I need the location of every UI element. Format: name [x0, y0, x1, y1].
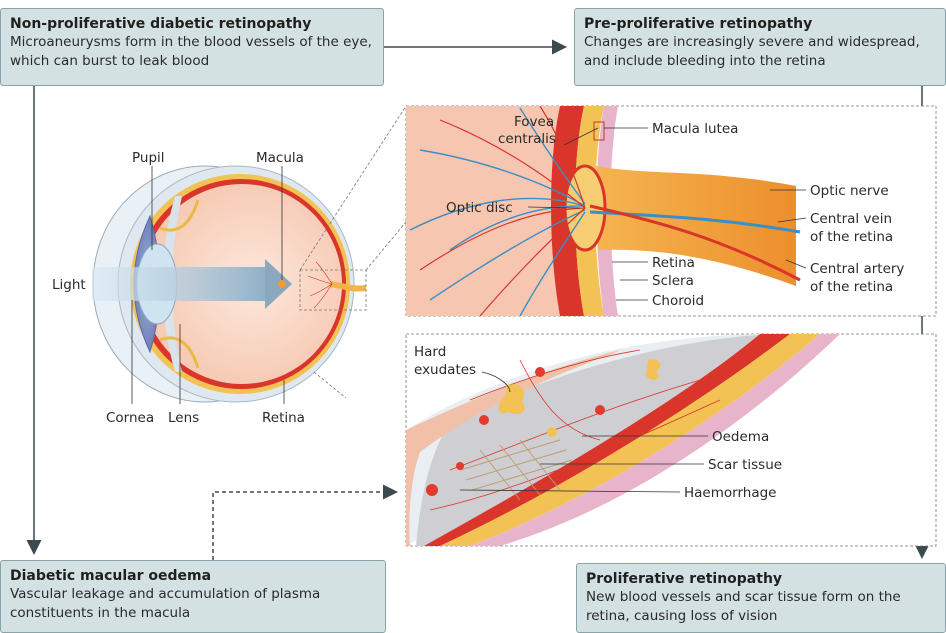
label-exudates: exudates: [414, 362, 476, 378]
label-optic-nerve: Optic nerve: [810, 183, 889, 199]
label-central-artery-1: Central artery: [810, 261, 904, 277]
box-pre-proliferative: Pre-proliferative retinopathy Changes ar…: [574, 8, 946, 86]
label-oedema: Oedema: [712, 429, 769, 445]
label-centralis: centralis: [498, 131, 556, 147]
label-retina: Retina: [262, 410, 305, 426]
arrow-dme-to-inset: [213, 492, 395, 560]
label-cornea: Cornea: [106, 410, 154, 426]
box-non-proliferative: Non-proliferative diabetic retinopathy M…: [0, 8, 384, 86]
box-diabetic-macular-oedema: Diabetic macular oedema Vascular leakage…: [0, 560, 386, 633]
label-macula: Macula: [256, 150, 304, 166]
box-diabetic-macular-oedema-desc: Vascular leakage and accumulation of pla…: [10, 585, 376, 623]
box-proliferative-desc: New blood vessels and scar tissue form o…: [586, 588, 936, 626]
inset-retinal-damage: [406, 334, 936, 546]
label-optic-disc: Optic disc: [446, 200, 513, 216]
box-diabetic-macular-oedema-title: Diabetic macular oedema: [10, 567, 376, 585]
label-inset-retina: Retina: [652, 255, 695, 271]
box-proliferative-title: Proliferative retinopathy: [586, 570, 936, 588]
label-light: Light: [52, 277, 86, 293]
label-choroid: Choroid: [652, 293, 704, 309]
label-scar-tissue: Scar tissue: [708, 457, 782, 473]
macula-point: [278, 280, 286, 288]
box-non-proliferative-title: Non-proliferative diabetic retinopathy: [10, 15, 374, 33]
label-fovea: Fovea: [514, 114, 554, 130]
label-hard: Hard: [414, 344, 446, 360]
label-central-vein-1: Central vein: [810, 211, 892, 227]
box-pre-proliferative-desc: Changes are increasingly severe and wide…: [584, 33, 936, 71]
box-pre-proliferative-title: Pre-proliferative retinopathy: [584, 15, 936, 33]
label-pupil: Pupil: [132, 150, 165, 166]
label-lens: Lens: [168, 410, 199, 426]
box-proliferative: Proliferative retinopathy New blood vess…: [576, 563, 946, 633]
label-macula-lutea: Macula lutea: [652, 121, 738, 137]
box-non-proliferative-desc: Microaneurysms form in the blood vessels…: [10, 33, 374, 71]
label-haemorrhage: Haemorrhage: [684, 485, 776, 501]
label-sclera: Sclera: [652, 273, 694, 289]
light-beam: [92, 267, 267, 301]
label-central-vein-2: of the retina: [810, 229, 893, 245]
label-central-artery-2: of the retina: [810, 279, 893, 295]
